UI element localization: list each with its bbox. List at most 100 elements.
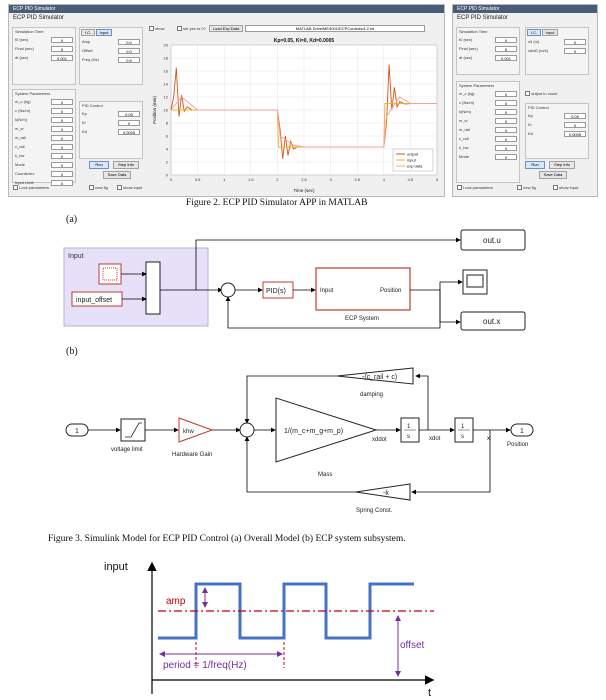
hardware-gain-block[interactable] xyxy=(178,417,214,443)
system-field-row: m_c (kg)0 xyxy=(13,97,75,106)
side-lock-parameters-checkbox[interactable]: Lock parameters xyxy=(457,185,493,191)
set-zero-checkbox[interactable]: set yes to 0? xyxy=(177,26,206,32)
checkbox-icon xyxy=(457,185,462,191)
side-step-info-button[interactable]: Step Info xyxy=(549,161,575,169)
input-field-input[interactable]: 0.0 xyxy=(118,38,140,45)
new-fig-checkbox[interactable]: new fig xyxy=(89,185,108,191)
side-system-field-input[interactable]: 0 xyxy=(495,153,517,160)
integrator-2-den: s xyxy=(461,434,464,440)
side-ic-field-input[interactable]: 0 xyxy=(564,47,586,54)
figure3-caption: Figure 3. Simulink Model for ECP PID Con… xyxy=(48,534,406,544)
side-system-field-input[interactable]: 0 xyxy=(495,126,517,133)
pid-field-input[interactable]: 0.05 xyxy=(118,110,140,117)
side-ic-field-input[interactable]: 0 xyxy=(564,38,586,45)
t-axis-label: t xyxy=(428,687,431,699)
damping-gain-block[interactable] xyxy=(336,367,414,385)
side-sim-field-row: dt (sec)0.001 xyxy=(457,53,519,62)
integrator-2-num: 1 xyxy=(461,424,465,430)
ecp-system-block[interactable] xyxy=(315,267,411,311)
out-port-label: 1 xyxy=(520,428,524,435)
side-pid-field-input[interactable]: 0.0005 xyxy=(564,130,586,137)
show-checkbox[interactable]: show xyxy=(149,26,164,32)
side-system-field-input[interactable]: 0 xyxy=(495,90,517,97)
y-tick-label: 4 xyxy=(166,147,169,152)
side-save-data-button[interactable]: Save Data xyxy=(539,171,567,179)
side-sim-field-input[interactable]: 5 xyxy=(495,45,517,52)
position-label: Position xyxy=(507,442,528,448)
side-system-field-input[interactable]: 0 xyxy=(495,135,517,142)
side-pid-field-row: Ki 0 xyxy=(526,120,588,129)
system-field-row: Counts/rev 0 xyxy=(13,169,75,178)
voltage-limit-block[interactable] xyxy=(120,418,146,442)
mass-gain-block[interactable] xyxy=(275,397,378,463)
side-system-field-input[interactable]: 0 xyxy=(495,108,517,115)
system-field-input[interactable]: 0 xyxy=(51,143,73,150)
system-field-input[interactable]: 0 xyxy=(51,107,73,114)
checkbox-label: new fig xyxy=(95,185,108,190)
pid-field-input[interactable]: 0 xyxy=(118,119,140,126)
out-u-block[interactable] xyxy=(460,229,526,251)
side-pid-field-input[interactable]: 0 xyxy=(564,121,586,128)
side-pid-field-label: Ki xyxy=(528,122,532,127)
system-field-input[interactable]: 0 xyxy=(51,116,73,123)
side-sim-field-input[interactable]: 0.001 xyxy=(495,54,517,61)
system-field-input[interactable]: 0 xyxy=(51,125,73,132)
side-new-fig-checkbox[interactable]: new fig xyxy=(517,185,536,191)
system-field-input[interactable]: 0 xyxy=(51,98,73,105)
system-field-row: c (Ns/m)0 xyxy=(13,106,75,115)
system-field-input[interactable]: 0 xyxy=(51,134,73,141)
input-field-input[interactable]: 0.0 xyxy=(118,47,140,54)
pid-control-label: PID Control xyxy=(82,103,103,108)
out-port-1[interactable] xyxy=(510,423,534,437)
step-info-button[interactable]: Step Info xyxy=(113,161,139,169)
side-sim-field-label: Final (sec) xyxy=(459,46,478,51)
sim-field-input[interactable]: 0 xyxy=(51,36,73,43)
sim-field-input[interactable]: 5 xyxy=(51,45,73,52)
checkbox-label: set yes to 0? xyxy=(183,26,206,31)
side-show-input-checkbox[interactable]: show input xyxy=(553,185,578,191)
side-system-field-input[interactable]: 0 xyxy=(495,144,517,151)
side-run-button[interactable]: Run xyxy=(525,161,545,169)
y-tick-label: 18 xyxy=(164,56,169,61)
output-in-count-checkbox[interactable]: output in count xyxy=(525,91,557,97)
data-path-field[interactable]: MATLAB Drive/ME4001/ECPControls/4.2.txt xyxy=(245,25,425,32)
side-system-field-input[interactable]: 0 xyxy=(495,99,517,106)
sim-field-label: t0 (sec) xyxy=(15,37,29,42)
show-input-checkbox[interactable]: show input xyxy=(117,185,142,191)
system-field-input[interactable]: 0 xyxy=(51,170,73,177)
side-pid-field-label: Kd xyxy=(528,131,533,136)
tab-ic[interactable]: I.C. xyxy=(81,29,95,36)
system-field-input[interactable]: 0 xyxy=(51,152,73,159)
side-pid-field-input[interactable]: 0.05 xyxy=(564,112,586,119)
load-exp-data-button[interactable]: Load Exp Data xyxy=(209,25,243,32)
run-button[interactable]: Run xyxy=(89,161,109,169)
side-system-field-row: k(N/m)0 xyxy=(457,107,519,116)
side-system-field-input[interactable]: 0 xyxy=(495,117,517,124)
tab-input[interactable]: Input xyxy=(96,29,112,36)
system-field-label: Counts/rev xyxy=(15,171,35,176)
wire xyxy=(439,290,461,325)
side-tab-input[interactable]: Input xyxy=(542,29,558,36)
input-field-input[interactable]: 0.5 xyxy=(118,56,140,63)
input-sum-block[interactable] xyxy=(145,261,161,315)
side-sim-field-input[interactable]: 0 xyxy=(495,36,517,43)
y-tick-label: 6 xyxy=(166,134,169,139)
checkbox-icon xyxy=(89,185,94,191)
pid-field-input[interactable]: 0.0005 xyxy=(118,128,140,135)
system-field-label: k_hw xyxy=(15,153,25,158)
lock-parameters-checkbox[interactable]: Lock parameters xyxy=(13,185,49,191)
side-tab-ic[interactable]: I.C. xyxy=(527,29,541,36)
save-data-button[interactable]: Save Data xyxy=(103,171,131,179)
y-tick-label: 20 xyxy=(164,43,169,48)
out-x-block[interactable] xyxy=(460,311,526,331)
system-field-input[interactable]: 0 xyxy=(51,161,73,168)
khw-label: khw xyxy=(183,429,194,435)
spring-gain-block[interactable] xyxy=(355,483,411,501)
sim-field-input[interactable]: 0.001 xyxy=(51,54,73,61)
system-field-input[interactable]: 0 xyxy=(51,179,73,186)
input-field-label: Offset xyxy=(82,48,93,53)
